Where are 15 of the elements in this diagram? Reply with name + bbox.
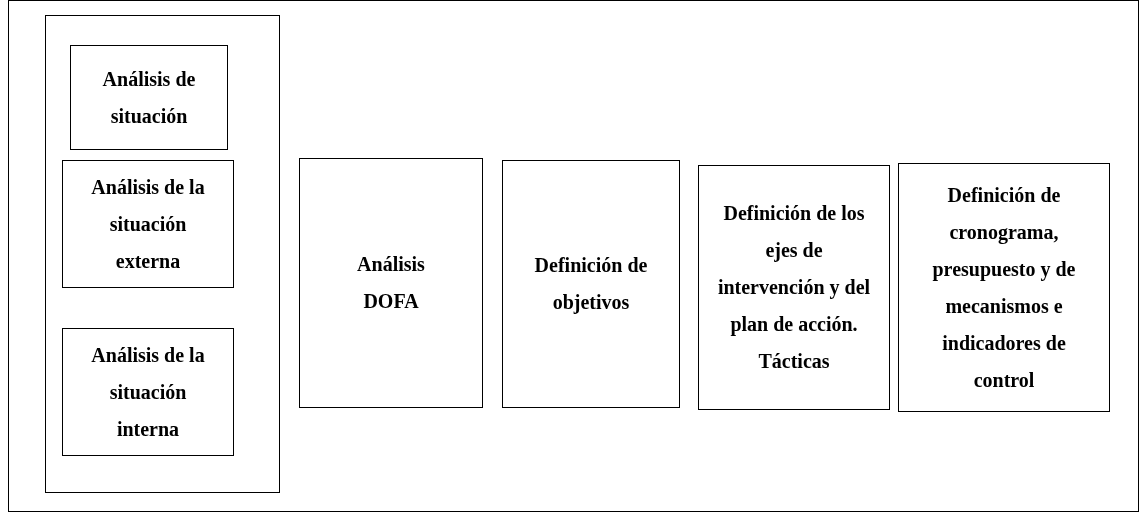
box-label: Definición de objetivos: [533, 253, 649, 316]
box-label: Análisis de situación: [101, 66, 197, 129]
process-box: [698, 165, 890, 410]
process-box: [70, 45, 228, 150]
box-label: Análisis DOFA: [356, 252, 426, 314]
process-box: [62, 328, 234, 456]
process-box: [898, 163, 1110, 412]
box-label: Definición de cronograma, presupuesto y de mecanismos e indicadores de control: [931, 182, 1077, 393]
process-box: [299, 158, 483, 408]
box-label: Análisis de la situación externa: [90, 174, 206, 274]
process-box: [502, 160, 680, 408]
box-label: Definición de los ejes de intervención y del plan de acción. Tácticas: [716, 201, 872, 374]
process-box: [62, 160, 234, 288]
box-label: Análisis de la situación interna: [90, 342, 206, 442]
group-box: [45, 15, 280, 493]
